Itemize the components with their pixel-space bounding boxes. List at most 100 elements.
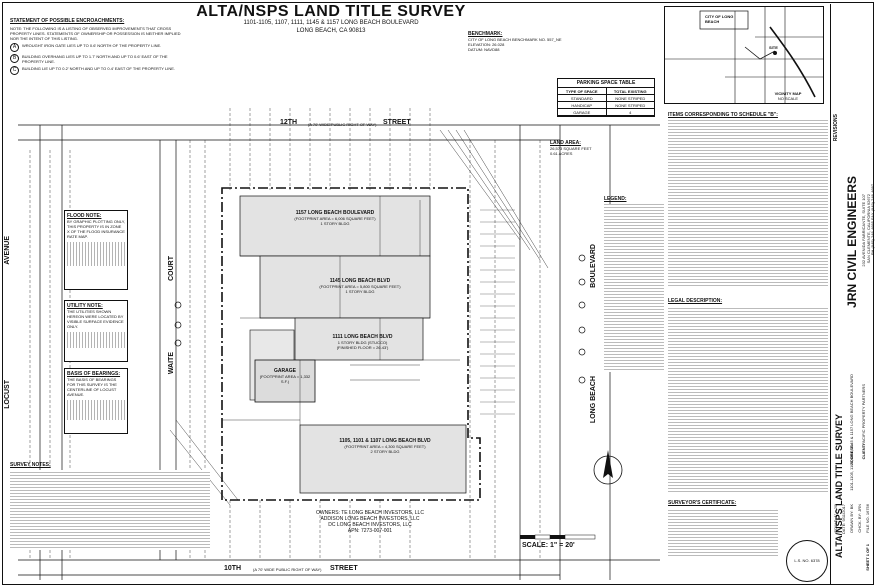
parking-header-cell: TOTAL EXISTING (613, 88, 647, 94)
parcel-1145-address: 1145 LONG BEACH BLVD (329, 278, 391, 284)
parking-header-row: TYPE OF SPACE TOTAL EXISTING (558, 88, 654, 95)
benchmark-heading: BENCHMARK: (468, 31, 503, 37)
tb-drawn: DRAWN BY: BK (849, 504, 854, 533)
vicinity-label: VICINITY MAP (774, 91, 802, 96)
survey-notes: SURVEY NOTES: (10, 462, 210, 552)
firm-name: JRN CIVIL ENGINEERS (845, 176, 859, 308)
parcel-1157: 1157 LONG BEACH BOULEVARD (FOOTPRINT ARE… (270, 210, 400, 226)
parking-cell: 4 (629, 109, 632, 115)
tb-sheet: SHEET 1 OF 1 (865, 544, 870, 571)
street-court-name: COURT (168, 256, 175, 281)
street-left-suffix: AVENUE (4, 236, 11, 265)
vicinity-map: CITY OF LONG BEACH SITE VICINITY MAP NO … (664, 6, 824, 104)
street-top-row: (A 70' WIDE PUBLIC RIGHT OF WAY) (308, 122, 377, 127)
tb-checked: CHCK. BY: JRN (857, 504, 862, 533)
tb-date: DATE: 9/11/2017 (841, 504, 846, 535)
encroachments-block: STATEMENT OF POSSIBLE ENCROACHMENTS: NOT… (10, 18, 185, 75)
parking-row: STANDARD NONE STRIPED (558, 95, 654, 102)
legend-heading: LEGEND: (604, 196, 627, 202)
vicinity-scale: NO SCALE (777, 96, 799, 101)
benchmark-line3: DATUM: NAVD88 (468, 47, 500, 52)
flood-note: FLOOD NOTE: BY GRAPHIC PLOTTING ONLY, TH… (64, 210, 128, 290)
parking-table: PARKING SPACE TABLE TYPE OF SPACE TOTAL E… (557, 78, 655, 117)
street-bottom-name: 10TH (224, 565, 242, 572)
land-area-heading: LAND AREA: (550, 140, 581, 146)
legend-block: LEGEND: (604, 196, 664, 376)
utility-text: THE UTILITIES SHOWN HEREON WERE LOCATED … (67, 309, 124, 329)
street-bottom-suffix: STREET (330, 565, 358, 572)
survey-notes-heading: SURVEY NOTES: (10, 462, 51, 468)
parking-row: GARAGE 4 (558, 109, 654, 116)
parking-title: PARKING SPACE TABLE (558, 79, 654, 88)
street-waite-name: WAITE (168, 352, 175, 375)
land-area-block: LAND AREA: 26,573 SQUARE FEET 0.61 ACRES (550, 140, 630, 156)
parcel-1105-stories: 2 STORY BLDG (370, 449, 400, 454)
parcel-1111-note: 1 STORY BLDG (STUCCO) (337, 340, 388, 345)
garage-label: GARAGE (274, 368, 296, 374)
owners-line3: DC LONG BEACH INVESTORS, LLC (328, 522, 412, 528)
parking-cell: STANDARD (558, 95, 607, 101)
legal-body (668, 306, 828, 494)
firm-phone: PH (949) 248-4685 FAX (949) 248-4687 (870, 184, 875, 256)
encroachment-text: BUILDING OVERHANG LIES UP TO 1.7' NORTH … (22, 54, 168, 64)
utility-note: UTILITY NOTE: THE UTILITIES SHOWN HEREON… (64, 300, 128, 362)
land-area-line1: 26,573 SQUARE FEET (550, 146, 592, 151)
benchmark-line1: CITY OF LONG BEACH BENCHMARK NO. 557_NE (468, 37, 562, 42)
owners-line1: OWNERS: TE LONG BEACH INVESTORS, LLC (316, 510, 424, 516)
street-lb-suffix: BOULEVARD (590, 244, 597, 288)
scale-bar (520, 534, 596, 540)
survey-notes-body (10, 470, 210, 550)
north-arrow (593, 450, 623, 485)
owners-block: OWNERS: TE LONG BEACH INVESTORS, LLC ADD… (300, 510, 440, 534)
bearings-text: THE BASIS OF BEARINGS FOR THIS SURVEY IS… (67, 377, 117, 397)
title-block: REVISIONS JRN CIVIL ENGINEERS 232 AVENID… (830, 4, 875, 584)
client-label: CLIENT: (861, 444, 866, 460)
tb-scale: SCALE: 1" = 20' (833, 504, 838, 533)
parcel-1145: 1145 LONG BEACH BLVD (FOOTPRINT AREA = 5… (300, 278, 420, 294)
parking-cell: NONE STRIPED (615, 102, 646, 108)
owners-line2: ADDISON LONG BEACH INVESTORS, LLC (320, 516, 420, 522)
encroachments-note: NOTE: THE FOLLOWING IS A LISTING OF OBSE… (10, 26, 181, 41)
parcel-1105-address: 1105, 1101 & 1107 LONG BEACH BLVD (339, 438, 431, 444)
encroachment-letter: A (10, 43, 19, 52)
street-lb-name: LONG BEACH (590, 376, 597, 424)
parking-cell: NONE STRIPED (615, 95, 646, 101)
parking-header-cell: TYPE OF SPACE (558, 88, 607, 94)
tb-fileno: FILE NO. 16756 (865, 504, 870, 533)
parcel-1111: 1111 LONG BEACH BLVD 1 STORY BLDG (STUCC… (310, 334, 415, 350)
project-title: ALTA/NSPS LAND TITLE SURVEY (834, 414, 844, 559)
survey-title: ALTA/NSPS LAND TITLE SURVEY (196, 3, 466, 20)
parcel-1157-address: 1157 LONG BEACH BOULEVARD (295, 210, 375, 216)
street-top-name: 12TH (280, 119, 298, 126)
vicinity-map-drawing (665, 7, 823, 103)
parking-cell: GARAGE (558, 109, 607, 115)
parcel-1157-note: (FOOTPRINT AREA = 6,006 SQUARE FEET) (294, 216, 376, 221)
legend-body (604, 204, 664, 372)
parcel-1157-stories: 1 STORY BLDG (320, 221, 350, 226)
bearings-note: BASIS OF BEARINGS: THE BASIS OF BEARINGS… (64, 368, 128, 434)
client-name: PACIFIC PROPERTY PARTNERS (861, 384, 866, 445)
parking-cell: HANDICAP (558, 102, 607, 108)
certificate-body (668, 508, 778, 558)
scale-text: SCALE: 1" = 20' (522, 542, 575, 549)
owners-line4: APN: 7273-007-001 (347, 528, 393, 534)
encroachment-text: BUILDING LIE UP TO 0.2' NORTH AND UP TO … (22, 66, 175, 71)
garage-label-block: GARAGE (FOOTPRINT AREA = 1,332 S.F.) (256, 368, 314, 384)
legal-heading: LEGAL DESCRIPTION: (668, 298, 723, 304)
bearings-heading: BASIS OF BEARINGS: (67, 371, 121, 377)
surveyor-seal: L.S. NO. 6378 (786, 540, 828, 582)
client-address: 1101-1105, 1107, 1111, 1145 & 1157 LONG … (849, 374, 854, 491)
certificate-heading: SURVEYOR'S CERTIFICATE: (668, 500, 737, 506)
parcel-1145-stories: 1 STORY BLDG (345, 289, 375, 294)
flood-text: BY GRAPHIC PLOTTING ONLY, THIS PROPERTY … (67, 219, 126, 239)
benchmark-line2: ELEVATION: 26.028 (468, 42, 505, 47)
encroachment-text: WROUGHT IRON GATE LIES UP TO 0.6' NORTH … (22, 43, 162, 48)
vicinity-site: SITE (769, 45, 778, 50)
survey-address: 1101-1105, 1107, 1111, 1145 & 1157 LONG … (243, 20, 419, 26)
utility-heading: UTILITY NOTE: (67, 303, 103, 309)
